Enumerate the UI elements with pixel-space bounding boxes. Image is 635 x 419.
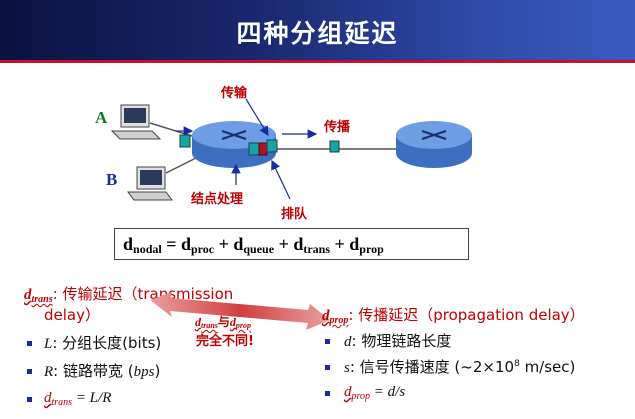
slide-title: 四种分组延迟 [236,19,399,48]
packet-icon [329,140,340,153]
packet-icon [248,142,261,156]
computer-icon [110,104,162,140]
propagation-label: 传播 [324,120,351,135]
left-item-length: L: 分组长度(bits) [44,334,162,352]
packet-icon [266,139,278,153]
router-icon [396,121,472,168]
comparison-label: dtrans与dprop [195,315,252,330]
title-divider [0,60,635,63]
title-banner: 四种分组延迟 [0,0,635,60]
queueing-label: 排队 [281,207,308,222]
link-b [165,155,201,174]
packet-icon [258,142,268,156]
network-diagram [110,98,472,201]
host-a-label: A [95,108,108,127]
bullet-icon [27,369,32,374]
bullet-icon [325,339,330,344]
bullet-icon [27,341,32,346]
right-item-formula: dprop = d/s [344,384,406,402]
transmission-label: 传输 [221,86,248,101]
left-item-formula: dtrans = L/R [44,390,112,408]
link-a [149,122,193,137]
host-b-label: B [106,170,118,189]
transmission-delay-heading: dtrans: 传输延迟（transmission [24,285,234,305]
processing-label: 结点处理 [191,192,244,207]
computer-icon [127,166,173,201]
right-item-speed: s: 信号传播速度 (~2×108 m/sec) [344,358,576,376]
double-arrow-icon [150,292,330,330]
packet-icon [179,134,191,148]
arrow-icon [245,98,269,137]
arrow-icon [271,159,291,200]
bullet-icon [27,397,32,402]
delay-formula: dnodal = dproc + dqueue + dtrans + dprop [114,228,469,260]
left-item-bandwidth: R: 链路带宽 (bps) [44,362,161,380]
transmission-delay-heading-cont: delay） [44,306,100,324]
right-item-length: d: 物理链路长度 [344,332,452,350]
bullet-icon [325,391,330,396]
bullet-icon [325,365,330,370]
propagation-delay-heading: dprop: 传播延迟（propagation delay） [322,306,585,326]
comparison-note: 完全不同! [196,334,254,349]
